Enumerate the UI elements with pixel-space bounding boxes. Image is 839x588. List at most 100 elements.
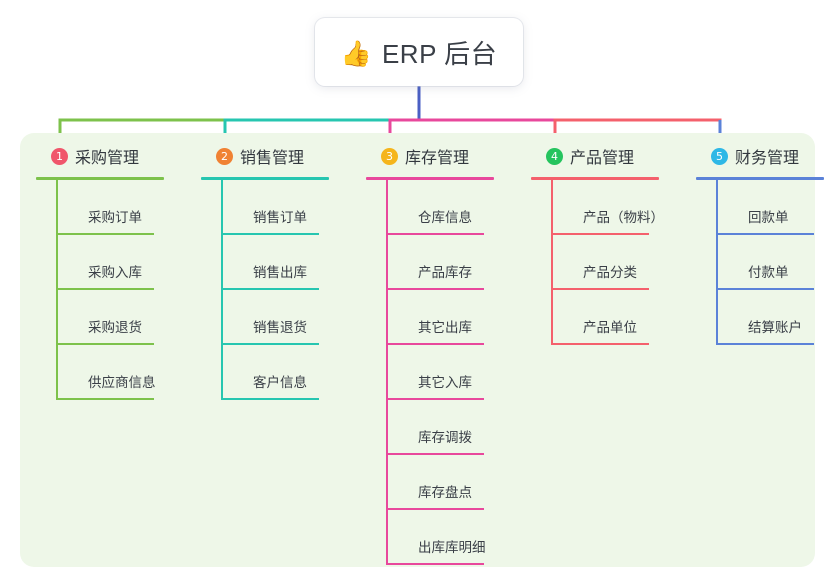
branch-item-rule [716,288,814,290]
branch-item[interactable]: 产品单位 [551,290,696,345]
branch-item[interactable]: 产品库存 [386,235,531,290]
root-title: ERP 后台 [381,38,498,69]
branch-3: 3 库存管理仓库信息产品库存其它出库其它入库库存调拨库存盘点出库库明细 [366,133,531,567]
branch-header-2[interactable]: 2 销售管理 [201,143,366,169]
branch-item-rule [386,563,484,565]
branch-item-rule [221,343,319,345]
branch-title: 财务管理 [735,150,800,167]
branch-underline [696,177,824,180]
branch-item-label: 产品（物料） [583,210,664,225]
branch-title: 销售管理 [240,150,305,167]
branch-item[interactable]: 销售退货 [221,290,366,345]
branch-4: 4 产品管理产品（物料） 产品分类产品单位 [531,133,696,567]
branch-header-5[interactable]: 5 财务管理 [696,143,839,169]
branch-item[interactable]: 其它入库 [386,345,531,400]
branch-item-label: 产品单位 [583,320,637,335]
branch-item[interactable]: 销售出库 [221,235,366,290]
branch-header-4[interactable]: 4 产品管理 [531,143,696,169]
branches-panel [20,133,815,567]
branch-item-rule [221,233,319,235]
branch-item-label: 回款单 [748,210,789,225]
branch-badge-icon: 1 [51,147,68,165]
branch-item-list: 仓库信息产品库存其它出库其它入库库存调拨库存盘点出库库明细 [366,180,531,565]
branch-2: 2 销售管理销售订单销售出库销售退货客户信息 [201,133,366,567]
branch-spine [56,180,58,400]
branch-item-rule [386,288,484,290]
branch-item-rule [386,508,484,510]
branch-title: 库存管理 [405,150,470,167]
branch-item-rule [221,398,319,400]
branch-item[interactable]: 采购订单 [56,180,201,235]
branch-item-label: 供应商信息 [88,375,156,390]
branch-item-label: 产品分类 [583,265,637,280]
branch-item[interactable]: 客户信息 [221,345,366,400]
branch-columns: 1 采购管理采购订单采购入库采购退货供应商信息 2 销售管理销售订单销售出库销售退货客… [20,133,824,567]
branch-item-rule [56,233,154,235]
thumbs-up-icon: 👍 [340,38,372,68]
branch-item[interactable]: 结算账户 [716,290,839,345]
branch-item-rule [386,398,484,400]
branch-item-list: 产品（物料） 产品分类产品单位 [531,180,696,345]
branch-spine [221,180,223,400]
branch-item-label: 库存盘点 [418,485,472,500]
branch-item-label: 销售出库 [253,265,307,280]
branch-underline [366,177,494,180]
branch-underline [36,177,164,180]
branch-item-rule [221,288,319,290]
branch-spine [386,180,388,565]
branch-item[interactable]: 回款单 [716,180,839,235]
branch-item-list: 回款单付款单结算账户 [696,180,839,345]
branch-item[interactable]: 销售订单 [221,180,366,235]
branch-1: 1 采购管理采购订单采购入库采购退货供应商信息 [36,133,201,567]
branch-item-label: 采购退货 [88,320,142,335]
branch-header-3[interactable]: 3 库存管理 [366,143,531,169]
branch-item[interactable]: 库存调拨 [386,400,531,455]
branch-spine [551,180,553,345]
branch-item[interactable]: 其它出库 [386,290,531,345]
branch-item-rule [551,343,649,345]
branch-underline [531,177,659,180]
branch-item-label: 产品库存 [418,265,472,280]
branch-item-rule [551,288,649,290]
branch-item-rule [386,453,484,455]
branch-item[interactable]: 付款单 [716,235,839,290]
branch-underline [201,177,329,180]
branch-item-label: 其它入库 [418,375,472,390]
branch-item-rule [716,343,814,345]
branch-item-rule [716,233,814,235]
branch-title: 产品管理 [570,150,635,167]
branch-badge-icon: 3 [381,147,398,165]
branch-item[interactable]: 采购退货 [56,290,201,345]
branch-item[interactable]: 出库库明细 [386,510,531,565]
branch-item[interactable]: 采购入库 [56,235,201,290]
branch-item[interactable]: 仓库信息 [386,180,531,235]
branch-badge-icon: 2 [216,147,233,165]
branch-item[interactable]: 供应商信息 [56,345,201,400]
branch-item-label: 付款单 [748,265,789,280]
branch-item[interactable]: 产品分类 [551,235,696,290]
branch-item-label: 库存调拨 [418,430,472,445]
branch-header-1[interactable]: 1 采购管理 [36,143,201,169]
branch-title: 采购管理 [75,150,140,167]
branch-item-label: 出库库明细 [418,540,486,555]
branch-item-rule [56,398,154,400]
branch-item[interactable]: 产品（物料） [551,180,696,235]
branch-item-rule [56,288,154,290]
branch-item[interactable]: 库存盘点 [386,455,531,510]
branch-item-label: 其它出库 [418,320,472,335]
branch-badge-icon: 5 [711,147,728,165]
branch-item-label: 仓库信息 [418,210,472,225]
branch-item-list: 销售订单销售出库销售退货客户信息 [201,180,366,400]
branch-item-rule [56,343,154,345]
branch-item-rule [386,233,484,235]
branch-item-label: 客户信息 [253,375,307,390]
branch-badge-icon: 4 [546,147,563,165]
root-node[interactable]: 👍 ERP 后台 [315,18,523,86]
branch-item-rule [386,343,484,345]
branch-spine [716,180,718,345]
branch-item-list: 采购订单采购入库采购退货供应商信息 [36,180,201,400]
branch-item-label: 销售退货 [253,320,307,335]
branch-item-label: 结算账户 [748,320,802,335]
branch-item-rule [551,233,649,235]
